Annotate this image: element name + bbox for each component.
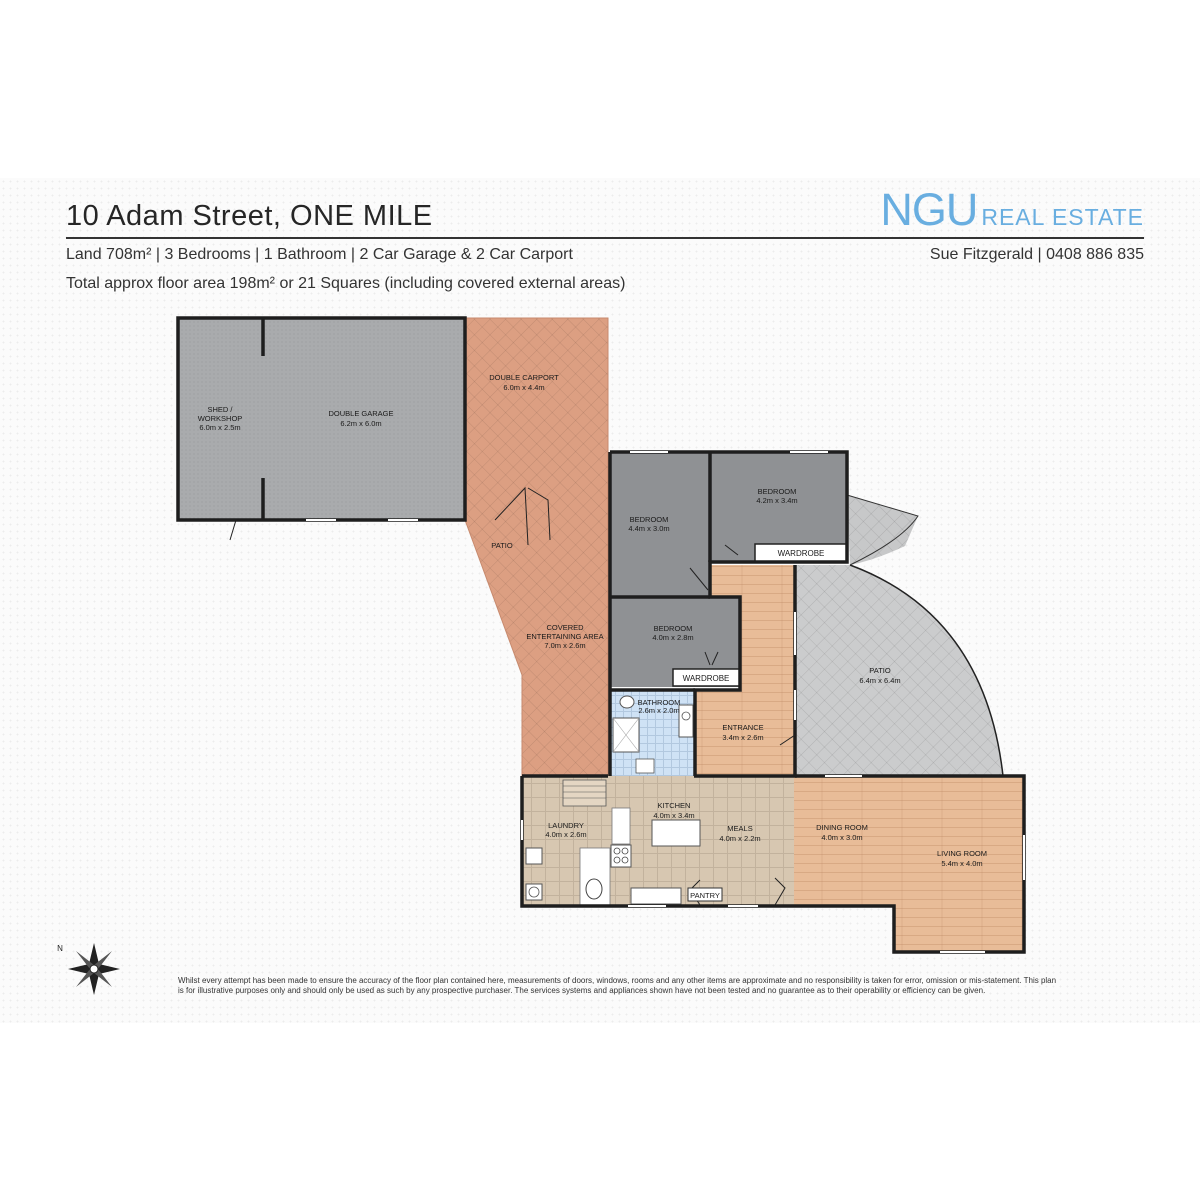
covered-size: 7.0m x 2.6m xyxy=(544,641,585,650)
entrance-size: 3.4m x 2.6m xyxy=(722,733,763,742)
logo-main-text: NGU xyxy=(880,184,978,235)
dining-name: DINING ROOM xyxy=(816,823,868,832)
garage-block xyxy=(178,318,465,520)
patio-size: 6.4m x 6.4m xyxy=(859,676,900,685)
entrance-name: ENTRANCE xyxy=(722,723,763,732)
living-dining-zone xyxy=(794,776,1024,952)
windows xyxy=(306,451,1025,953)
meals-size: 4.0m x 2.2m xyxy=(719,834,760,843)
bedroom-rooms xyxy=(610,452,848,687)
shed-name-2: WORKSHOP xyxy=(198,414,243,423)
patio-name: PATIO xyxy=(869,666,891,675)
covered-name-2: ENTERTAINING AREA xyxy=(526,632,603,641)
bathroom-room xyxy=(610,690,695,776)
carport-name: DOUBLE CARPORT xyxy=(489,373,559,382)
bedroom-3-size: 4.0m x 2.8m xyxy=(652,633,693,642)
laundry-size: 4.0m x 2.6m xyxy=(545,830,586,839)
laundry-name: LAUNDRY xyxy=(548,821,584,830)
wardrobe-2-label: WARDROBE xyxy=(683,674,730,683)
property-summary: Land 708m² | 3 Bedrooms | 1 Bathroom | 2… xyxy=(66,246,573,263)
patio-area xyxy=(795,494,1004,777)
bathroom-size: 2.6m x 2.0m xyxy=(638,706,679,715)
bedroom-2-size: 4.2m x 3.4m xyxy=(756,496,797,505)
garage-name: DOUBLE GARAGE xyxy=(328,409,393,418)
compass-icon: N xyxy=(57,943,120,995)
kitchen-name: KITCHEN xyxy=(658,801,691,810)
floor-area-note: Total approx floor area 198m² or 21 Squa… xyxy=(66,275,626,292)
covered-name-1: COVERED xyxy=(546,623,584,632)
pantry-label: PANTRY xyxy=(690,891,720,900)
bedroom-1-name: BEDROOM xyxy=(630,515,669,524)
kitchen-laundry-zone xyxy=(522,776,794,907)
disclaimer-text: Whilst every attempt has been made to en… xyxy=(178,976,1057,995)
garage-size: 6.2m x 6.0m xyxy=(340,419,381,428)
shed-size: 6.0m x 2.5m xyxy=(199,423,240,432)
property-address: 10 Adam Street, ONE MILE xyxy=(66,200,433,232)
side-patio-name: PATIO xyxy=(491,541,513,550)
walls xyxy=(176,316,1026,954)
bedroom-2-name: BEDROOM xyxy=(758,487,797,496)
bathroom-name: BATHROOM xyxy=(638,698,681,707)
logo-sub-text: REAL ESTATE xyxy=(981,204,1144,230)
entrance-hall xyxy=(695,565,795,776)
living-size: 5.4m x 4.0m xyxy=(941,859,982,868)
carport-covered-area xyxy=(464,317,609,776)
agent-contact[interactable]: Sue Fitzgerald | 0408 886 835 xyxy=(929,246,1144,263)
svg-text:N: N xyxy=(57,944,63,953)
living-name: LIVING ROOM xyxy=(937,849,987,858)
meals-name: MEALS xyxy=(727,824,752,833)
carport-size: 6.0m x 4.4m xyxy=(503,383,544,392)
header-divider xyxy=(66,237,1144,239)
shed-name-1: SHED / xyxy=(207,405,233,414)
doors xyxy=(220,486,796,906)
bedroom-3-name: BEDROOM xyxy=(654,624,693,633)
room-labels: SHED / WORKSHOP 6.0m x 2.5m DOUBLE GARAG… xyxy=(198,373,987,902)
kitchen-size: 4.0m x 3.4m xyxy=(653,811,694,820)
bedroom-1-size: 4.4m x 3.0m xyxy=(628,524,669,533)
wardrobe-1-label: WARDROBE xyxy=(778,549,825,558)
dining-size: 4.0m x 3.0m xyxy=(821,833,862,842)
